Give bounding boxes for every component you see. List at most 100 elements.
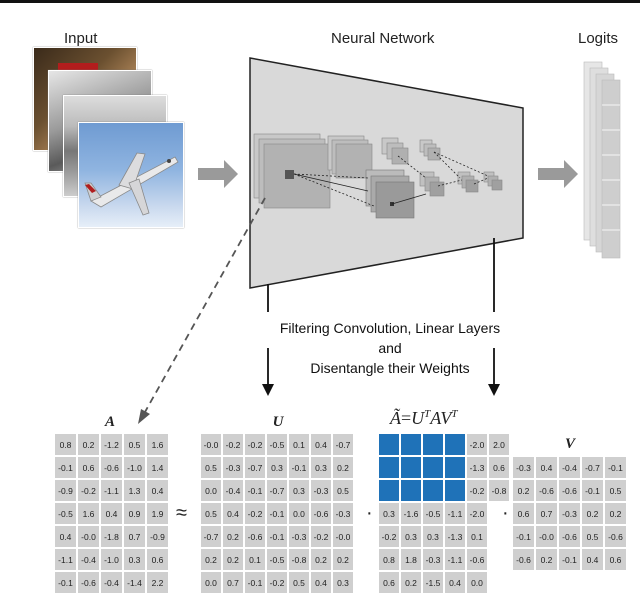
matrix-atilde-cell — [379, 480, 399, 501]
matrix-a-cell: 1.4 — [147, 457, 168, 478]
matrix-atilde-cell: -1.6 — [401, 503, 421, 524]
matrix-atilde-cell: -1.3 — [445, 526, 465, 547]
matrix-atilde-cell — [401, 480, 421, 501]
matrix-v-cell: -0.3 — [559, 503, 580, 524]
matrix-atilde-cell — [401, 434, 421, 455]
matrix-atilde-cell — [423, 434, 443, 455]
matrix-atilde-cell: -2.0 — [467, 503, 487, 524]
matrix-v-cell: 0.7 — [536, 503, 557, 524]
matrix-v-cell: 0.4 — [536, 457, 557, 478]
matrix-a-cell: 1.6 — [147, 434, 168, 455]
matrix-u-cell: -0.2 — [245, 503, 265, 524]
matrix-u-cell: -0.2 — [245, 434, 265, 455]
matrix-u-cell: -0.3 — [223, 457, 243, 478]
matrix-u-cell: 0.2 — [333, 457, 353, 478]
matrix-u-cell: -0.5 — [267, 549, 287, 570]
matrix-atilde-cell: -1.1 — [445, 549, 465, 570]
matrix-a-cell: -1.1 — [55, 549, 76, 570]
matrix-atilde-cell: -0.2 — [379, 526, 399, 547]
matrix-u-cell: 0.4 — [223, 503, 243, 524]
matrix-atilde-cell — [379, 434, 399, 455]
matrix-atilde-cell — [423, 457, 443, 478]
matrix-a-cell: 0.4 — [147, 480, 168, 501]
matrix-u-cell: 0.3 — [311, 457, 331, 478]
matrix-a-cell: 0.4 — [101, 503, 122, 524]
down-arrow-left — [262, 284, 274, 396]
matrix-v-cell: -0.6 — [559, 480, 580, 501]
eq-sup1: T — [424, 408, 431, 420]
matrix-a-cell: 0.5 — [124, 434, 145, 455]
matrix-a-cell: -0.6 — [101, 457, 122, 478]
conv-layer-4 — [381, 137, 503, 197]
matrix-u-cell: 0.2 — [333, 549, 353, 570]
matrix-u-cell: -0.7 — [245, 457, 265, 478]
matrix-u-cell: -0.7 — [267, 480, 287, 501]
matrix-u-cell: 0.0 — [201, 572, 221, 593]
matrix-u-cell: 0.3 — [267, 457, 287, 478]
matrix-u-cell: -0.6 — [245, 526, 265, 547]
matrix-atilde-cell: 0.8 — [379, 549, 399, 570]
matrix-atilde-cell: -0.6 — [467, 549, 487, 570]
matrix-v-cell: -0.1 — [605, 457, 626, 478]
matrix-v-cell: -0.6 — [536, 480, 557, 501]
matrix-u-cell: 0.4 — [311, 434, 331, 455]
input-label: Input — [64, 30, 98, 47]
network-label: Neural Network — [331, 30, 435, 47]
matrix-v-cell: -0.6 — [559, 526, 580, 547]
matrix-u-cell: -0.6 — [311, 503, 331, 524]
matrix-a-cell: -0.5 — [55, 503, 76, 524]
matrix-atilde-cell: -1.3 — [467, 457, 487, 478]
matrix-v-cell: 0.6 — [513, 503, 534, 524]
approx-symbol: ≈ — [176, 502, 187, 524]
matrix-u-cell: -0.2 — [267, 572, 287, 593]
matrix-u-cell: -0.1 — [267, 503, 287, 524]
matrix-a-cell: -1.0 — [124, 457, 145, 478]
matrix-u-cell: 0.4 — [311, 572, 331, 593]
matrix-a-cell: 0.6 — [78, 457, 99, 478]
matrix-a-cell: -0.4 — [101, 572, 122, 593]
matrix-a-cell: 0.3 — [124, 549, 145, 570]
matrix-v-cell: 0.2 — [582, 503, 603, 524]
matrix-atilde-cell — [445, 457, 465, 478]
matrix-a-cell: -0.9 — [55, 480, 76, 501]
matrix-u-cell: -0.1 — [245, 572, 265, 593]
logits-stack — [583, 61, 621, 259]
top-rule — [0, 0, 640, 3]
matrix-v-cell: 0.4 — [582, 549, 603, 570]
matrix-atilde-cell: -0.2 — [467, 480, 487, 501]
matrix-u-cell: 0.1 — [289, 434, 309, 455]
caption: Filtering Convolution, Linear Layers and… — [230, 318, 550, 378]
matrix-atilde-cell — [423, 480, 443, 501]
matrix-a-cell: -1.0 — [101, 549, 122, 570]
matrix-u-cell: -0.3 — [289, 526, 309, 547]
eq-sup2: T — [451, 408, 458, 420]
matrix-a-cell: -0.6 — [78, 572, 99, 593]
eq-equals: = — [401, 408, 412, 428]
conv-layer-3 — [365, 169, 415, 219]
matrix-atilde-cell — [445, 480, 465, 501]
matrix-atilde-cell: 2.0 — [489, 434, 509, 455]
input-image-airplane — [78, 122, 184, 228]
matrix-u-cell: -0.3 — [333, 503, 353, 524]
matrix-u-cell: -0.7 — [201, 526, 221, 547]
matrix-v-cell: -0.0 — [536, 526, 557, 547]
matrix-atilde-cell — [489, 572, 509, 593]
matrix-atilde-cell: 0.4 — [445, 572, 465, 593]
matrix-u-cell: 0.5 — [201, 457, 221, 478]
matrix-atilde-cell: -1.5 — [423, 572, 443, 593]
matrix-u-cell: 0.2 — [311, 549, 331, 570]
matrix-atilde-cell: -0.8 — [489, 480, 509, 501]
conv-layer-1 — [253, 133, 331, 209]
matrix-a-cell: 0.2 — [78, 434, 99, 455]
matrix-a-cell: -1.2 — [101, 434, 122, 455]
matrix-atilde-cell — [401, 457, 421, 478]
matrix-u-cell: 0.3 — [289, 480, 309, 501]
matrix-u-cell: -0.1 — [289, 457, 309, 478]
matrix-u-cell: -0.0 — [333, 526, 353, 547]
matrix-v-cell: -0.7 — [582, 457, 603, 478]
matrix-a-label: A — [104, 414, 115, 430]
